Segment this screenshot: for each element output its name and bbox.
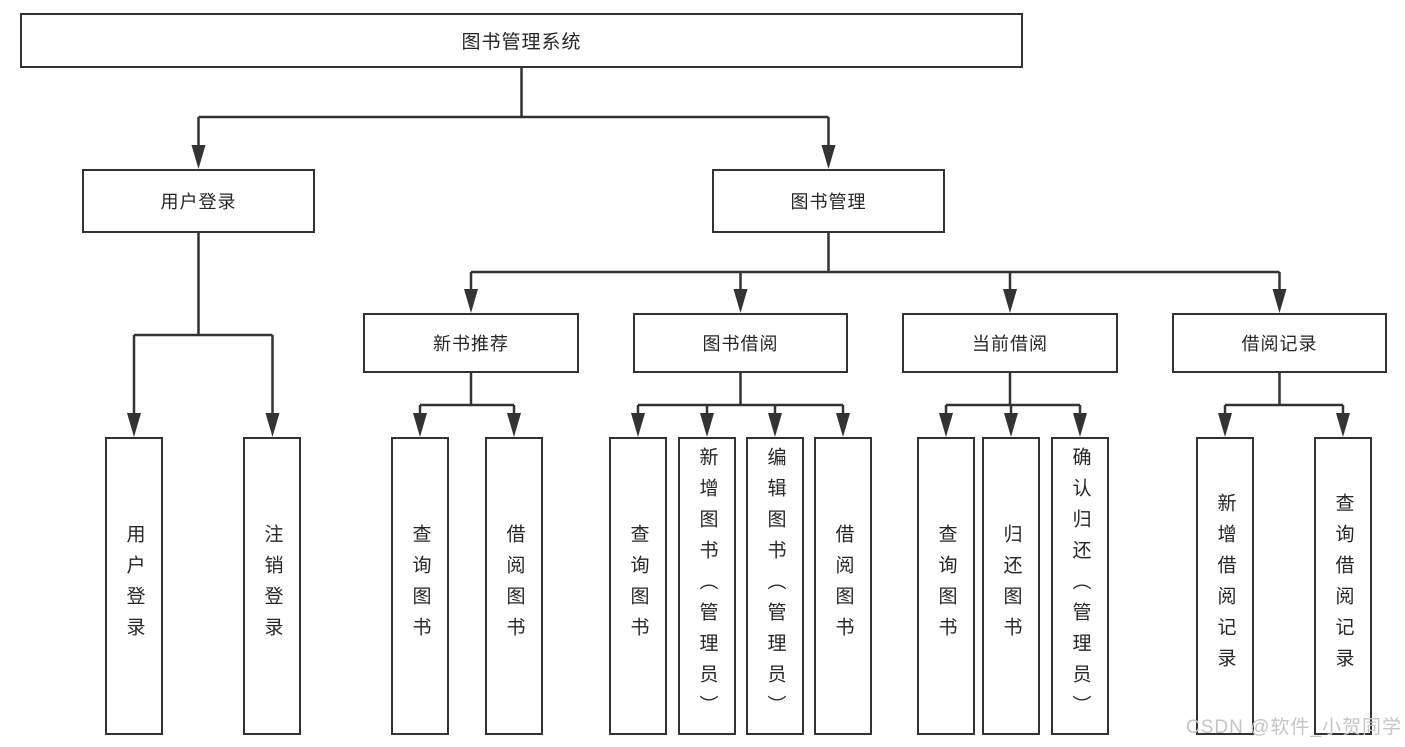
leaf-logout: 注销登录: [243, 437, 301, 735]
leaf-edit-books-admin: 编辑图书（管理员）: [746, 437, 804, 735]
arrow-down-icon: [265, 413, 280, 437]
node-label: 图书管理: [790, 192, 867, 212]
node-new-book-recommendation: 新书推荐: [363, 313, 579, 373]
connector-new-book-recommendation-to-leaves: [413, 373, 521, 437]
node-label: 图书管理系统: [461, 32, 582, 53]
node-label: 确认归还（管理员）: [1069, 446, 1091, 726]
node-label: 注销登录: [261, 524, 283, 648]
node-label: 用户登录: [160, 192, 237, 212]
arrow-down-icon: [836, 413, 850, 437]
leaf-borrow-books-recommend: 借阅图书: [485, 437, 543, 735]
leaf-user-login: 用户登录: [105, 437, 163, 735]
node-label: 查询图书: [409, 524, 431, 648]
connector-book-borrowing-to-leaves: [631, 373, 850, 437]
arrow-down-icon: [507, 413, 521, 437]
node-label: 当前借阅: [972, 334, 1048, 354]
arrow-down-icon: [413, 413, 427, 437]
node-label: 借阅记录: [1241, 334, 1318, 354]
node-label: 查询借阅记录: [1332, 493, 1354, 679]
node-label: 新增图书（管理员）: [696, 446, 718, 726]
leaf-return-books: 归还图书: [982, 437, 1040, 735]
node-label: 查询图书: [935, 524, 957, 648]
node-user-login: 用户登录: [82, 169, 315, 233]
node-book-borrowing: 图书借阅: [633, 313, 848, 373]
arrow-down-icon: [1218, 413, 1232, 437]
node-label: 编辑图书（管理员）: [764, 446, 786, 726]
leaf-query-books-borrow: 查询图书: [609, 437, 667, 735]
node-current-borrowing: 当前借阅: [902, 313, 1118, 373]
node-borrowing-records: 借阅记录: [1172, 313, 1387, 373]
leaf-add-borrow-record: 新增借阅记录: [1196, 437, 1254, 735]
arrow-down-icon: [464, 289, 478, 313]
arrow-down-icon: [1003, 289, 1017, 313]
node-label: 图书借阅: [702, 334, 779, 354]
node-label: 借阅图书: [503, 524, 525, 648]
connector-user-login-to-leaves: [127, 233, 280, 437]
arrow-down-icon: [768, 413, 782, 437]
arrow-down-icon: [191, 145, 206, 169]
arrow-down-icon: [700, 413, 714, 437]
connector-current-borrowing-to-leaves: [939, 373, 1087, 437]
node-label: 新书推荐: [433, 334, 509, 354]
leaf-query-borrow-record: 查询借阅记录: [1314, 437, 1372, 735]
leaf-query-books-recommend: 查询图书: [391, 437, 449, 735]
node-label: 查询图书: [627, 524, 649, 648]
watermark: CSDN @软件_小贺同学: [1186, 717, 1402, 738]
node-label: 用户登录: [123, 524, 145, 648]
leaf-add-books-admin: 新增图书（管理员）: [678, 437, 736, 735]
leaf-borrow-books: 借阅图书: [814, 437, 872, 735]
arrow-down-icon: [1272, 289, 1287, 313]
connector-root-to-level2: [191, 68, 836, 169]
connector-borrowing-records-to-leaves: [1218, 373, 1350, 437]
node-label: 归还图书: [1000, 524, 1022, 648]
arrow-down-icon: [1004, 413, 1018, 437]
connector-book-management-to-level3: [464, 233, 1287, 313]
arrow-down-icon: [1073, 413, 1087, 437]
node-label: 借阅图书: [832, 524, 854, 648]
arrow-down-icon: [821, 145, 836, 169]
node-root-library-management-system: 图书管理系统: [20, 13, 1023, 68]
arrow-down-icon: [631, 413, 645, 437]
leaf-confirm-return-admin: 确认归还（管理员）: [1051, 437, 1109, 735]
node-label: 新增借阅记录: [1214, 493, 1236, 679]
arrow-down-icon: [127, 413, 141, 437]
arrow-down-icon: [1336, 413, 1350, 437]
leaf-query-books-current: 查询图书: [917, 437, 975, 735]
arrow-down-icon: [733, 289, 748, 313]
arrow-down-icon: [939, 413, 953, 437]
node-book-management: 图书管理: [712, 169, 945, 233]
